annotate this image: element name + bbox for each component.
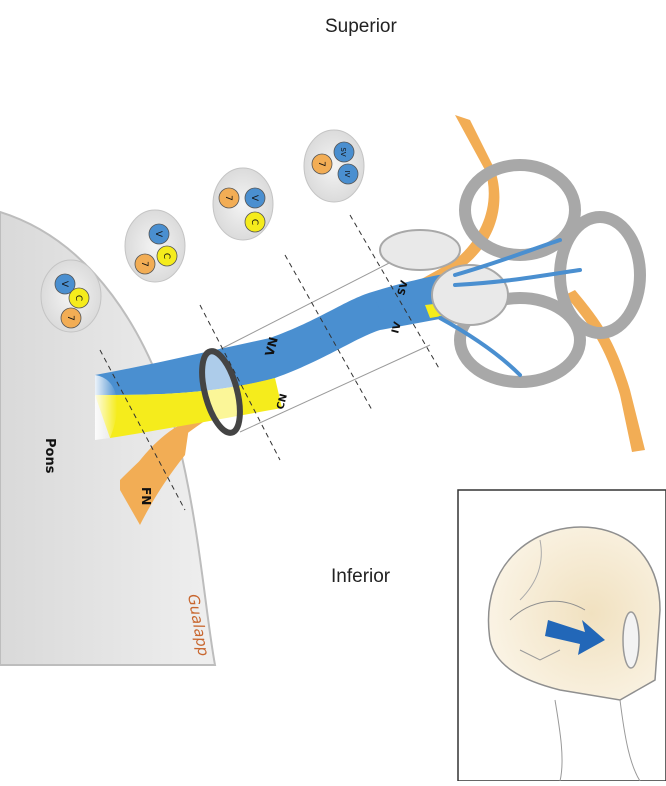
cross-section-label: 7 (316, 161, 326, 167)
cross-section-1: V C 7 (41, 260, 101, 332)
facial-nerve-label: FN (139, 487, 153, 505)
inferior-label: Inferior (331, 566, 390, 588)
cross-section-label: 7 (65, 315, 75, 321)
nerve-bundle: VN CN SV IV (95, 272, 470, 440)
cross-section-outline (125, 210, 185, 282)
cross-section-label: V (249, 195, 259, 202)
cross-section-label: 7 (139, 261, 149, 267)
cross-section-label: C (249, 219, 259, 225)
cross-section-label: C (161, 253, 171, 259)
cross-section-label: SV (339, 147, 347, 156)
pons-label: Pons (42, 438, 57, 474)
cross-section-label: IV (343, 171, 351, 178)
superior-label: Superior (325, 16, 397, 38)
cross-section-label: V (153, 231, 163, 238)
cross-section-label: 7 (223, 195, 233, 201)
cross-section-label: C (73, 295, 83, 301)
cross-section-4: SV IV 7 (304, 130, 364, 202)
cross-section-label: V (59, 281, 69, 288)
inset-panel (458, 490, 666, 781)
cross-section-3: V C 7 (213, 168, 273, 240)
cross-section-2: V C 7 (125, 210, 185, 282)
labyrinth (380, 165, 640, 382)
